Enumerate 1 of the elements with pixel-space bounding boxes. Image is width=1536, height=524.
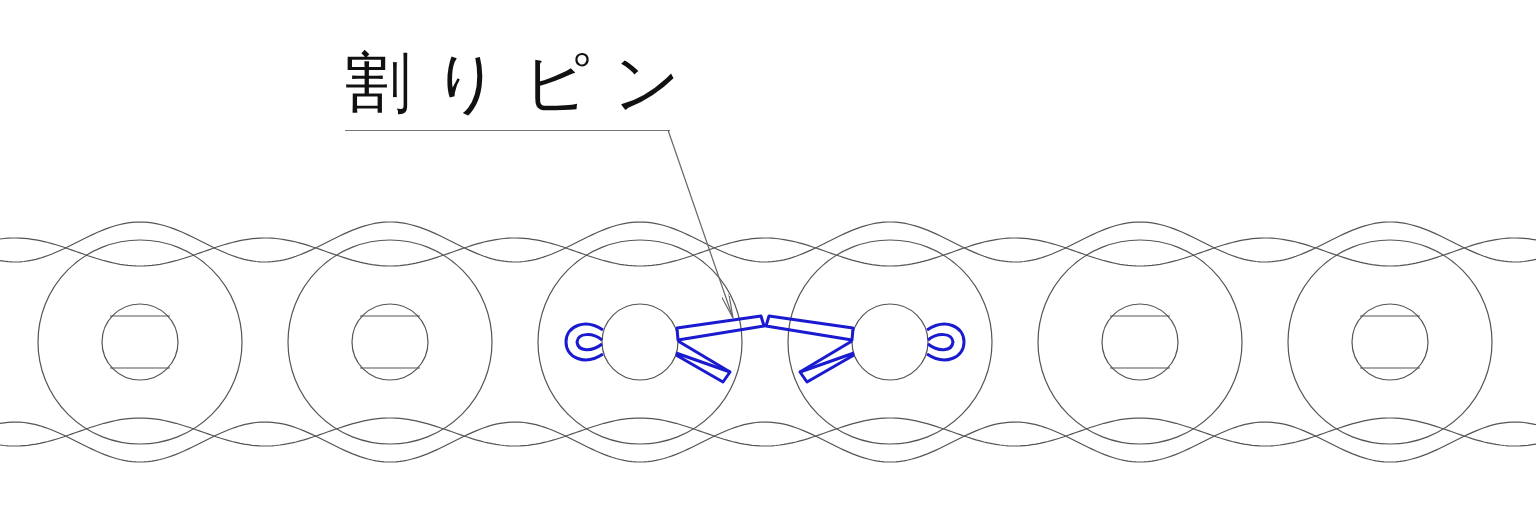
leader-line (667, 129, 734, 319)
